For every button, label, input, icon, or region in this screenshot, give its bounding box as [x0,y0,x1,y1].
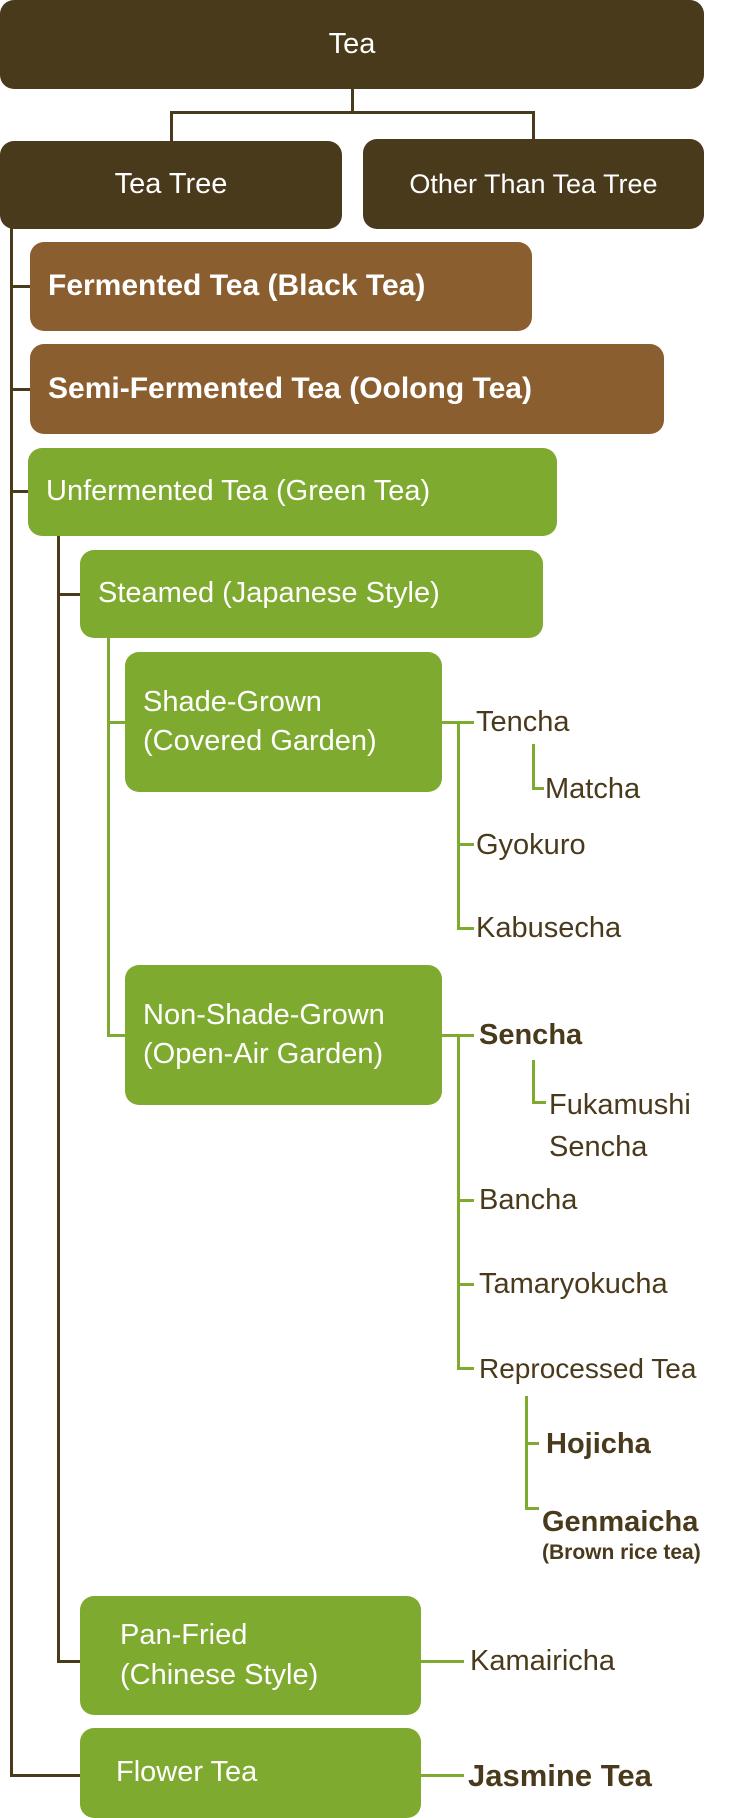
connector-line [57,534,60,1663]
node-unfermented: Unfermented Tea (Green Tea) [28,448,557,536]
node-label: Semi-Fermented Tea (Oolong Tea) [48,371,532,405]
leaf-label: Fukamushi [549,1089,691,1121]
connector-line [10,388,32,391]
node-tea-tree: Tea Tree [0,141,342,229]
connector-line [57,1660,82,1663]
node-flower-tea: Flower Tea [80,1728,421,1818]
connector-line [525,1507,539,1510]
node-label: Fermented Tea (Black Tea) [48,269,426,303]
connector-line [532,1101,546,1104]
connector-line [107,636,110,1036]
connector-line [419,1774,464,1777]
node-label: Tea [328,27,376,60]
node-shade-grown: Shade-Grown (Covered Garden) [125,652,442,792]
leaf-tencha: Tencha [476,706,570,738]
leaf-hojicha: Hojicha [546,1428,651,1460]
node-label: Other Than Tea Tree [409,168,658,199]
connector-line [532,744,535,790]
connector-line [107,721,127,724]
connector-line [457,1199,474,1202]
node-label: Shade-Grown [143,685,322,718]
connector-line [170,111,173,143]
leaf-reprocessed-tea: Reprocessed Tea [479,1353,697,1384]
connector-line [525,1396,528,1510]
leaf-genmaicha: Genmaicha [542,1506,699,1538]
connector-line [419,1660,464,1663]
leaf-tamaryokucha: Tamaryokucha [479,1268,668,1300]
connector-line [10,490,32,493]
connector-line [10,225,13,1777]
node-semi-fermented: Semi-Fermented Tea (Oolong Tea) [30,344,664,434]
node-label: Tea Tree [114,168,228,201]
connector-line [532,1060,535,1104]
connector-line [457,1034,460,1370]
connector-line [457,1367,474,1370]
node-label: Steamed (Japanese Style) [98,577,440,610]
leaf-jasmine-tea: Jasmine Tea [468,1758,652,1793]
node-non-shade-grown: Non-Shade-Grown (Open-Air Garden) [125,965,442,1105]
node-label: (Chinese Style) [120,1658,319,1691]
node-label: Pan-Fried [120,1619,248,1652]
leaf-matcha: Matcha [545,773,641,805]
node-steamed: Steamed (Japanese Style) [80,550,543,638]
leaf-kamairicha: Kamairicha [470,1645,616,1677]
connector-line [10,1774,82,1777]
node-fermented: Fermented Tea (Black Tea) [30,242,532,331]
connector-line [532,111,535,141]
connector-line [457,721,460,930]
node-label: Non-Shade-Grown [143,998,385,1031]
node-other-than-tea-tree: Other Than Tea Tree [363,139,704,229]
leaf-bancha: Bancha [479,1184,578,1216]
connector-line [457,927,474,930]
connector-line [457,843,474,846]
connector-line [170,111,535,114]
connector-line [532,787,544,790]
leaf-label: Sencha [549,1131,648,1163]
connector-line [10,285,32,288]
connector-line [351,89,354,113]
node-tea: Tea [0,0,704,89]
node-label: (Covered Garden) [143,725,377,757]
connector-line [107,1034,127,1037]
leaf-genmaicha-note: (Brown rice tea) [542,1541,701,1564]
connector-line [457,1283,474,1286]
leaf-kabusecha: Kabusecha [476,912,622,944]
leaf-sencha: Sencha [479,1019,583,1051]
connector-line [57,593,82,596]
node-pan-fried: Pan-Fried (Chinese Style) [80,1596,421,1715]
node-label: Unfermented Tea (Green Tea) [46,475,431,508]
leaf-gyokuro: Gyokuro [476,829,586,861]
node-label: (Open-Air Garden) [143,1038,384,1070]
node-label: Flower Tea [116,1756,258,1789]
connector-line [525,1442,539,1445]
